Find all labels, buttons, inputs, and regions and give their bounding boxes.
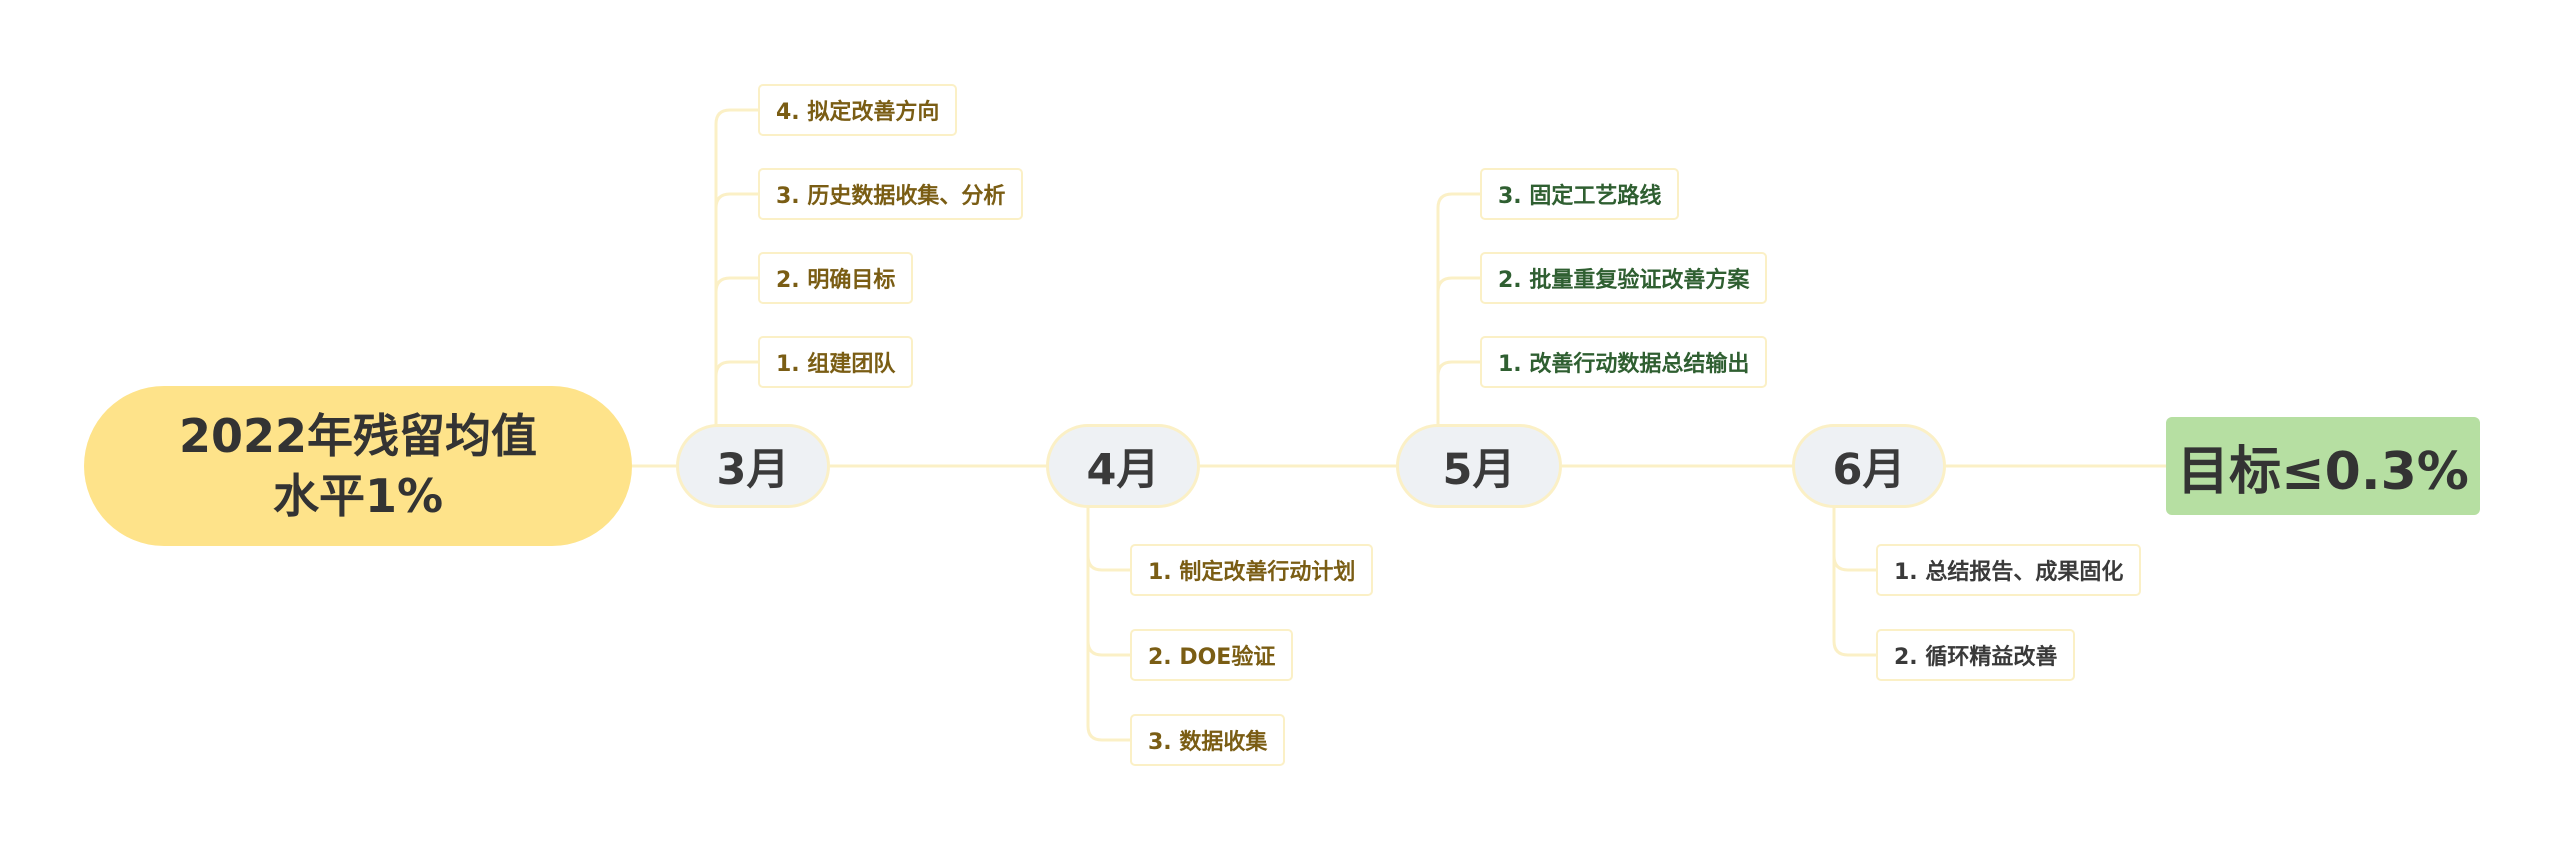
branch-april bbox=[1086, 504, 1130, 742]
month-node-june[interactable]: 6月 bbox=[1792, 424, 1946, 508]
goal-node[interactable]: 目标≤0.3% bbox=[2166, 417, 2480, 515]
month-label: 6月 bbox=[1832, 445, 1906, 495]
branch-march bbox=[714, 108, 758, 428]
branch-june bbox=[1832, 504, 1876, 657]
march-item[interactable]: 2. 明确目标 bbox=[758, 252, 914, 304]
march-item-label: 1. 组建团队 bbox=[776, 352, 896, 377]
month-node-may[interactable]: 5月 bbox=[1396, 424, 1562, 508]
march-item-label: 4. 拟定改善方向 bbox=[776, 100, 940, 125]
april-item[interactable]: 2. DOE验证 bbox=[1130, 629, 1294, 681]
month-node-march[interactable]: 3月 bbox=[676, 424, 830, 508]
may-item-label: 3. 固定工艺路线 bbox=[1498, 184, 1662, 209]
root-topic-line1: 2022年残留均值 bbox=[178, 409, 538, 463]
april-item-label: 3. 数据收集 bbox=[1148, 730, 1268, 755]
month-label: 4月 bbox=[1086, 445, 1160, 495]
june-item-label: 2. 循环精益改善 bbox=[1894, 645, 2058, 670]
root-topic[interactable]: 2022年残留均值 水平1% bbox=[84, 386, 632, 546]
month-label: 5月 bbox=[1442, 445, 1516, 495]
root-topic-line2: 水平1% bbox=[272, 469, 444, 523]
may-item[interactable]: 1. 改善行动数据总结输出 bbox=[1480, 336, 1768, 388]
goal-label: 目标≤0.3% bbox=[2177, 441, 2469, 502]
june-item[interactable]: 1. 总结报告、成果固化 bbox=[1876, 544, 2142, 596]
may-item-label: 1. 改善行动数据总结输出 bbox=[1498, 352, 1750, 377]
march-item-label: 3. 历史数据收集、分析 bbox=[776, 184, 1006, 209]
may-item[interactable]: 3. 固定工艺路线 bbox=[1480, 168, 1680, 220]
april-item[interactable]: 3. 数据收集 bbox=[1130, 714, 1286, 766]
may-item[interactable]: 2. 批量重复验证改善方案 bbox=[1480, 252, 1768, 304]
month-label: 3月 bbox=[716, 445, 790, 495]
march-item-label: 2. 明确目标 bbox=[776, 268, 896, 293]
branch-may bbox=[1436, 192, 1480, 428]
march-item[interactable]: 4. 拟定改善方向 bbox=[758, 84, 958, 136]
may-item-label: 2. 批量重复验证改善方案 bbox=[1498, 268, 1750, 293]
april-item-label: 2. DOE验证 bbox=[1148, 645, 1276, 670]
month-node-april[interactable]: 4月 bbox=[1046, 424, 1200, 508]
april-item-label: 1. 制定改善行动计划 bbox=[1148, 560, 1356, 585]
june-item-label: 1. 总结报告、成果固化 bbox=[1894, 560, 2124, 585]
march-item[interactable]: 1. 组建团队 bbox=[758, 336, 914, 388]
june-item[interactable]: 2. 循环精益改善 bbox=[1876, 629, 2076, 681]
april-item[interactable]: 1. 制定改善行动计划 bbox=[1130, 544, 1374, 596]
march-item[interactable]: 3. 历史数据收集、分析 bbox=[758, 168, 1024, 220]
